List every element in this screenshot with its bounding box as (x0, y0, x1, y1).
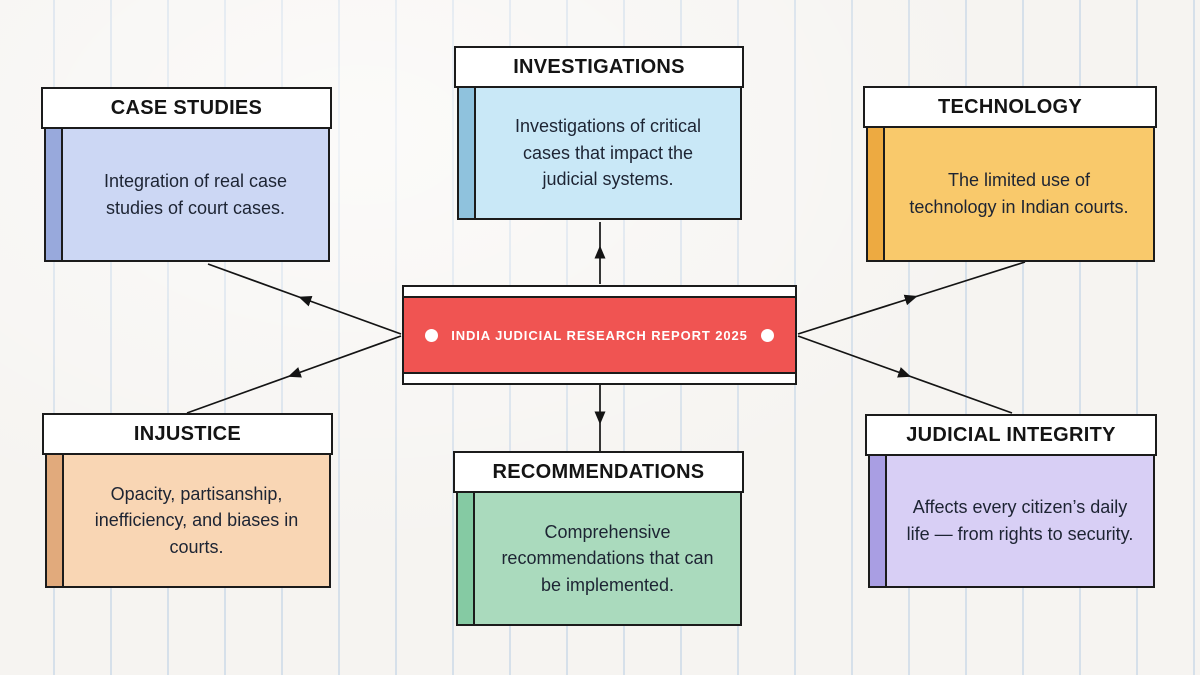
connector-center-to-injustice (186, 335, 402, 414)
node-investigations-title: INVESTIGATIONS (513, 55, 685, 78)
node-investigations-description: Investigations of critical cases that im… (514, 116, 702, 190)
node-judicial-integrity-header: JUDICIAL INTEGRITY (865, 414, 1157, 456)
accent-stripe (459, 88, 476, 218)
node-case-studies-title: CASE STUDIES (110, 96, 263, 119)
accent-stripe (870, 456, 887, 586)
connector-center-to-judicial-integrity (797, 335, 1013, 414)
bullet-dot-right-icon (761, 328, 774, 342)
center-title: INDIA JUDICIAL RESEARCH REPORT 2025 (451, 327, 748, 343)
node-case-studies-description: Integration of real case studies of cour… (103, 170, 288, 218)
center-node: INDIA JUDICIAL RESEARCH REPORT 2025 (402, 285, 797, 385)
accent-stripe (47, 455, 64, 586)
node-technology: TECHNOLOGY The limited use of technology… (863, 86, 1157, 262)
node-technology-header: TECHNOLOGY (863, 86, 1157, 128)
accent-stripe (458, 493, 475, 624)
accent-stripe (46, 129, 63, 260)
bullet-dot-left-icon (425, 328, 438, 342)
connector-center-to-case-studies (207, 263, 402, 335)
node-case-studies: CASE STUDIES Integration of real case st… (41, 87, 332, 262)
node-recommendations-header: RECOMMENDATIONS (453, 451, 744, 493)
node-injustice-body: Opacity, partisanship, inefficiency, and… (45, 453, 331, 588)
node-recommendations-description: Comprehensive recommendations that can b… (501, 521, 714, 595)
node-technology-body: The limited use of technology in Indian … (866, 126, 1155, 262)
node-recommendations-title: RECOMMENDATIONS (492, 460, 705, 483)
node-technology-title: TECHNOLOGY (937, 95, 1083, 118)
node-recommendations-body: Comprehensive recommendations that can b… (456, 491, 742, 626)
node-recommendations: RECOMMENDATIONS Comprehensive recommenda… (453, 451, 744, 626)
node-judicial-integrity-title: JUDICIAL INTEGRITY (906, 423, 1116, 446)
node-injustice-title: INJUSTICE (133, 422, 242, 445)
node-investigations-body: Investigations of critical cases that im… (457, 86, 742, 220)
node-judicial-integrity: JUDICIAL INTEGRITY Affects every citizen… (865, 414, 1157, 588)
node-injustice-header: INJUSTICE (42, 413, 333, 455)
node-injustice: INJUSTICE Opacity, partisanship, ineffic… (42, 413, 333, 588)
node-investigations: INVESTIGATIONS Investigations of critica… (454, 46, 744, 220)
node-case-studies-body: Integration of real case studies of cour… (44, 127, 330, 262)
center-banner: INDIA JUDICIAL RESEARCH REPORT 2025 (404, 296, 795, 374)
accent-stripe (868, 128, 885, 260)
node-injustice-description: Opacity, partisanship, inefficiency, and… (94, 483, 299, 557)
node-investigations-header: INVESTIGATIONS (454, 46, 744, 88)
node-technology-description: The limited use of technology in Indian … (909, 170, 1129, 217)
node-judicial-integrity-body: Affects every citizen’s daily life — fro… (868, 454, 1155, 588)
connector-center-to-technology (797, 261, 1026, 335)
node-case-studies-header: CASE STUDIES (41, 87, 332, 129)
node-judicial-integrity-description: Affects every citizen’s daily life — fro… (906, 497, 1134, 544)
